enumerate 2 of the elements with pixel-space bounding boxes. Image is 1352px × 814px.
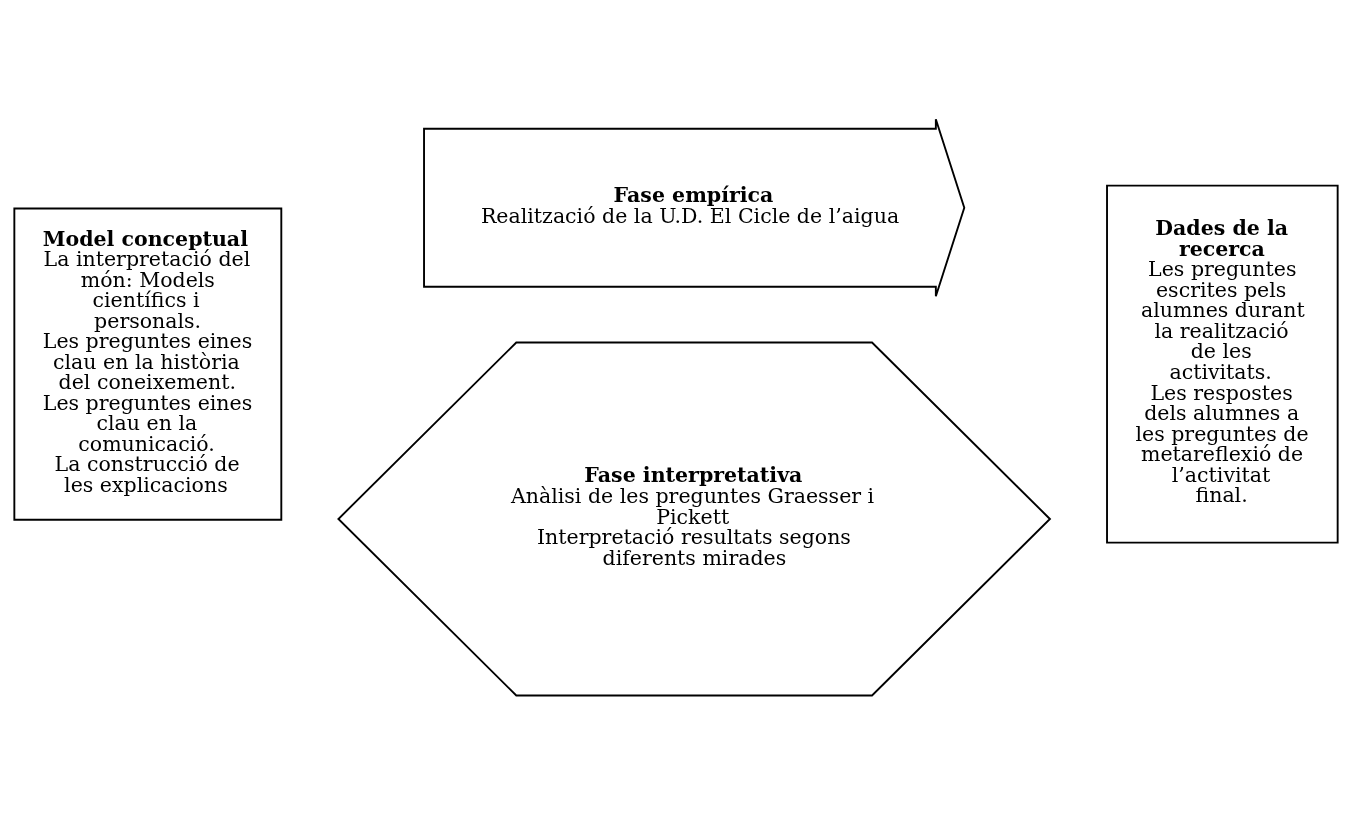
node-box: Dades de la recerca Les preguntes escrites pels alumnes durant la realització de les activitats. Les respostes dels alumnes a les preguntes de metareflexió de l’activitat final.	[1106, 184, 1339, 544]
node-box: Model conceptual La interpretació del món: Models científics i personals. Les preguntes eines clau en la història del coneixement. Les preguntes eines clau en la comunicació. La construcció de les explicacions	[13, 207, 283, 521]
